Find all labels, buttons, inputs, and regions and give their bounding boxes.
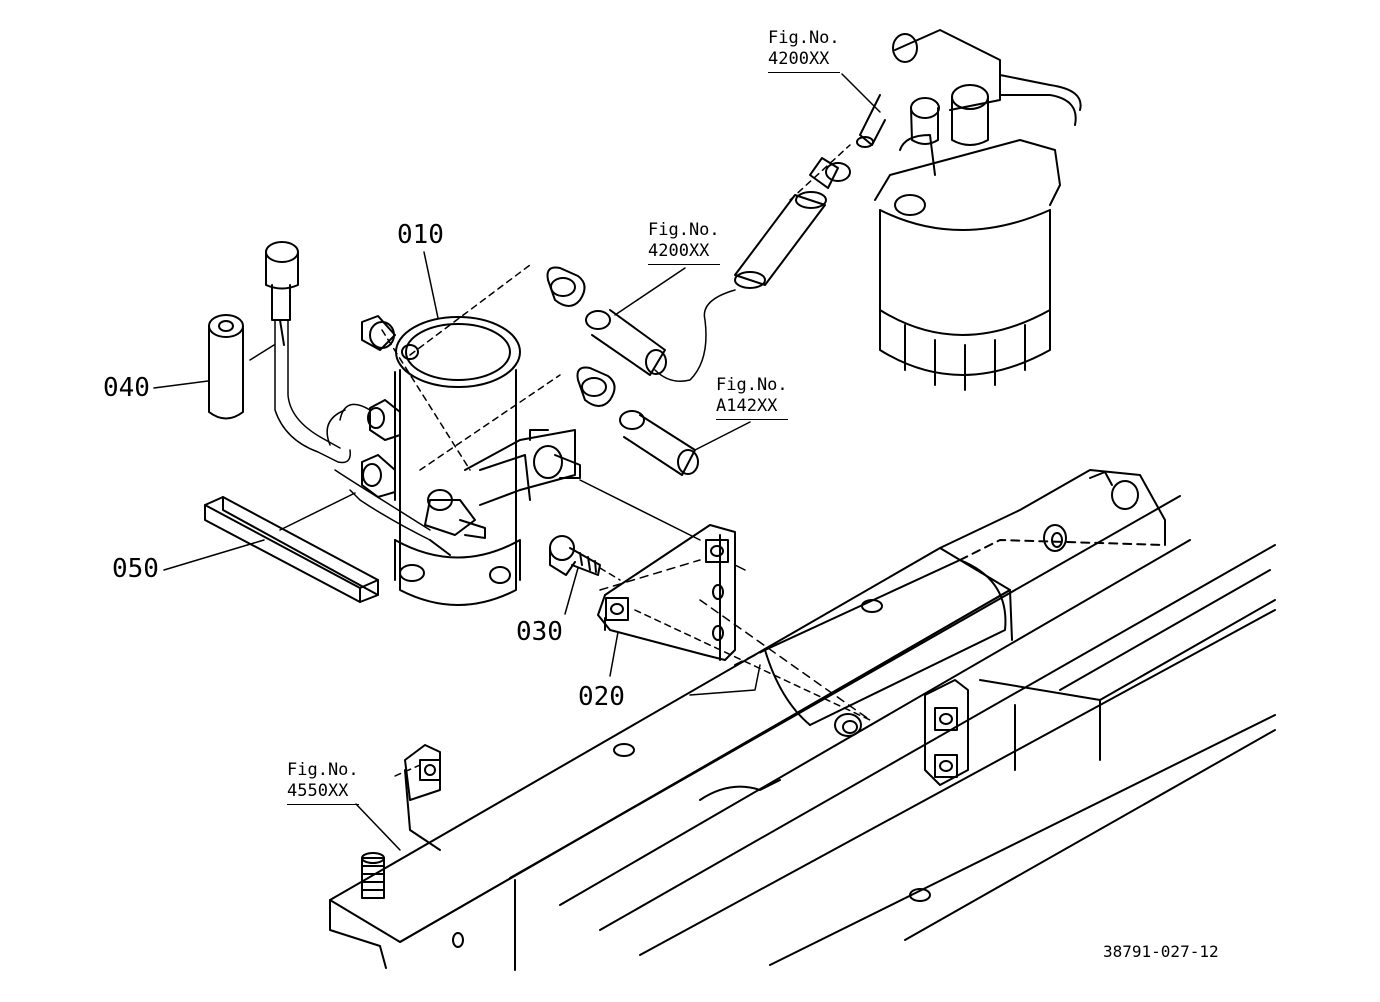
- leader-lines: [153, 73, 881, 851]
- chassis-frame: [329, 469, 1276, 971]
- part-label-050: 050: [112, 554, 159, 584]
- middle-hose-set: [409, 264, 699, 476]
- fig-ref-middle-prefix: Fig.No.: [648, 220, 720, 240]
- fig-ref-frame-number: 4550XX: [287, 781, 359, 805]
- fuel-filter: [856, 29, 1082, 391]
- fig-ref-top-prefix: Fig.No.: [768, 28, 840, 48]
- fuel-pump: [326, 315, 701, 606]
- fig-ref-hose-prefix: Fig.No.: [716, 375, 788, 395]
- mounting-bracket: [597, 524, 871, 721]
- fig-ref-middle-number: 4200XX: [648, 241, 720, 265]
- wire-connector: [249, 241, 351, 464]
- top-hose-set: [654, 144, 851, 382]
- fig-ref-top-number: 4200XX: [768, 49, 840, 73]
- fig-ref-middle[interactable]: Fig.No. 4200XX: [648, 220, 720, 265]
- cushion-strip: [204, 492, 379, 603]
- part-label-040: 040: [103, 373, 150, 403]
- fig-ref-frame-prefix: Fig.No.: [287, 760, 359, 780]
- fig-ref-top[interactable]: Fig.No. 4200XX: [768, 28, 840, 73]
- drawing-code: 38791-027-12: [1103, 942, 1219, 961]
- flange-bolt: [549, 535, 621, 581]
- part-label-010: 010: [397, 220, 444, 250]
- fig-ref-frame[interactable]: Fig.No. 4550XX: [287, 760, 359, 805]
- part-label-030: 030: [516, 617, 563, 647]
- fig-ref-hose[interactable]: Fig.No. A142XX: [716, 375, 788, 420]
- part-label-020: 020: [578, 682, 625, 712]
- insulation-tube: [208, 314, 244, 420]
- fig-ref-hose-number: A142XX: [716, 396, 788, 420]
